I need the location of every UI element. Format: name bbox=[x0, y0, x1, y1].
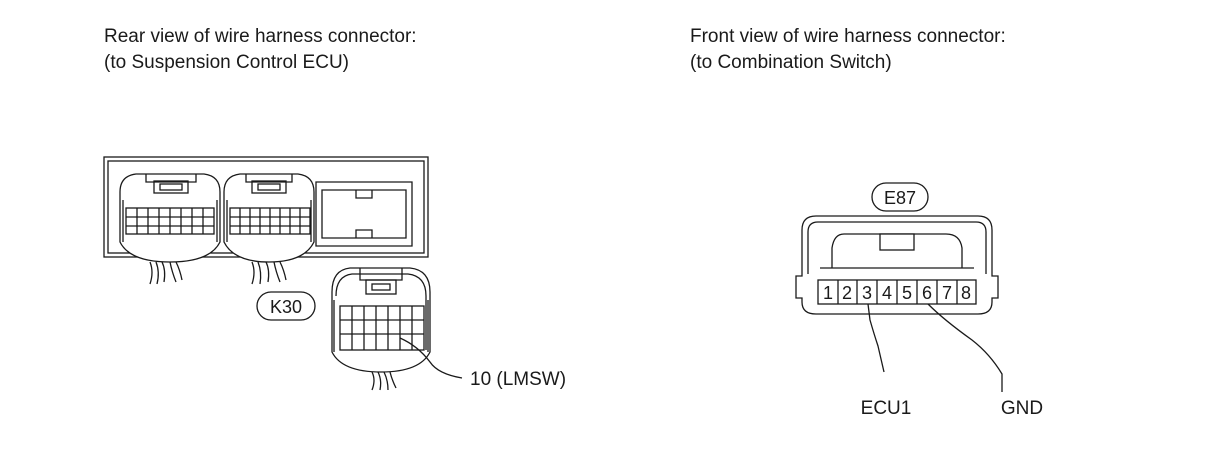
k30-connector bbox=[331, 267, 431, 373]
pin-number: 1 bbox=[823, 283, 833, 303]
right-view-caption: Front view of wire harness connector: (t… bbox=[690, 24, 1006, 76]
pin-number: 5 bbox=[902, 283, 912, 303]
terminal-10-label: 10 (LMSW) bbox=[470, 369, 566, 390]
right-view-title: Front view of wire harness connector: bbox=[690, 26, 1006, 47]
wire-bundle-k30 bbox=[371, 371, 397, 391]
left-view-subtitle: (to Suspension Control ECU) bbox=[104, 52, 349, 73]
e87-label-badge bbox=[871, 182, 929, 212]
pin-number: 4 bbox=[882, 283, 892, 303]
pin-number: 6 bbox=[922, 283, 932, 303]
pin-number: 7 bbox=[942, 283, 952, 303]
gnd-label: GND bbox=[1001, 398, 1043, 419]
pin-6-leader bbox=[927, 303, 1003, 392]
k30-connector-code: K30 bbox=[270, 297, 302, 317]
e87-pin-numbers: 1 2 3 4 5 6 7 8 bbox=[823, 283, 971, 303]
k30-label-badge bbox=[256, 291, 316, 321]
ecu-socket-1 bbox=[119, 173, 221, 263]
left-view-caption: Rear view of wire harness connector: (to… bbox=[104, 24, 417, 76]
terminal-10-leader bbox=[399, 337, 463, 379]
pin-3-leader bbox=[867, 303, 885, 373]
left-view-title: Rear view of wire harness connector: bbox=[104, 26, 417, 47]
ecu-socket-2 bbox=[223, 173, 315, 263]
ecu-socket-3 bbox=[315, 181, 413, 247]
right-view-subtitle: (to Combination Switch) bbox=[690, 52, 892, 73]
pin-number: 3 bbox=[862, 283, 872, 303]
wire-bundle-1 bbox=[149, 261, 183, 285]
e87-pin-row bbox=[817, 279, 977, 305]
pin-number: 8 bbox=[961, 283, 971, 303]
wire-bundle-2 bbox=[251, 261, 287, 285]
e87-connector-code: E87 bbox=[884, 188, 916, 208]
pin-number: 2 bbox=[842, 283, 852, 303]
ecu1-label: ECU1 bbox=[861, 398, 912, 419]
